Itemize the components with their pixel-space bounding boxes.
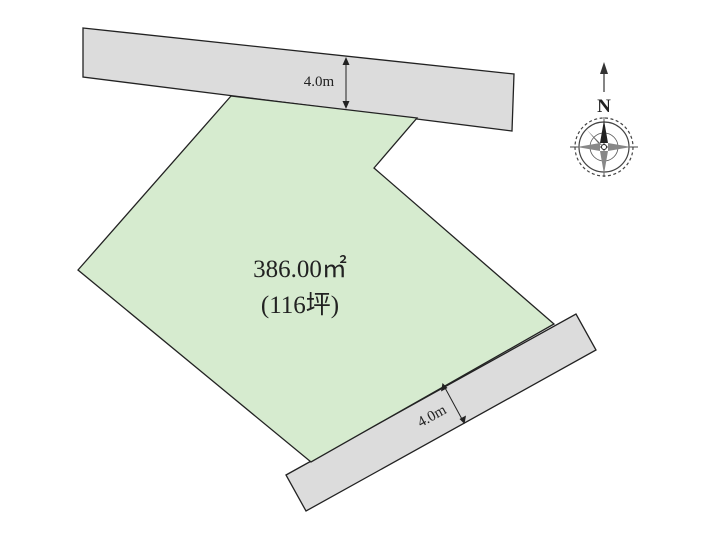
compass-north-label: N (597, 96, 611, 117)
lot-tsubo-label: (116坪) (261, 291, 339, 319)
south-road (285, 313, 597, 512)
compass-rose-icon: N (570, 62, 638, 177)
north-road-dimension: 4.0m (304, 57, 350, 109)
north-road-width-label: 4.0m (304, 74, 335, 90)
lot-parcel (77, 95, 556, 463)
north-road (82, 27, 515, 132)
lot-area-label: 386.00㎡ (253, 255, 347, 283)
